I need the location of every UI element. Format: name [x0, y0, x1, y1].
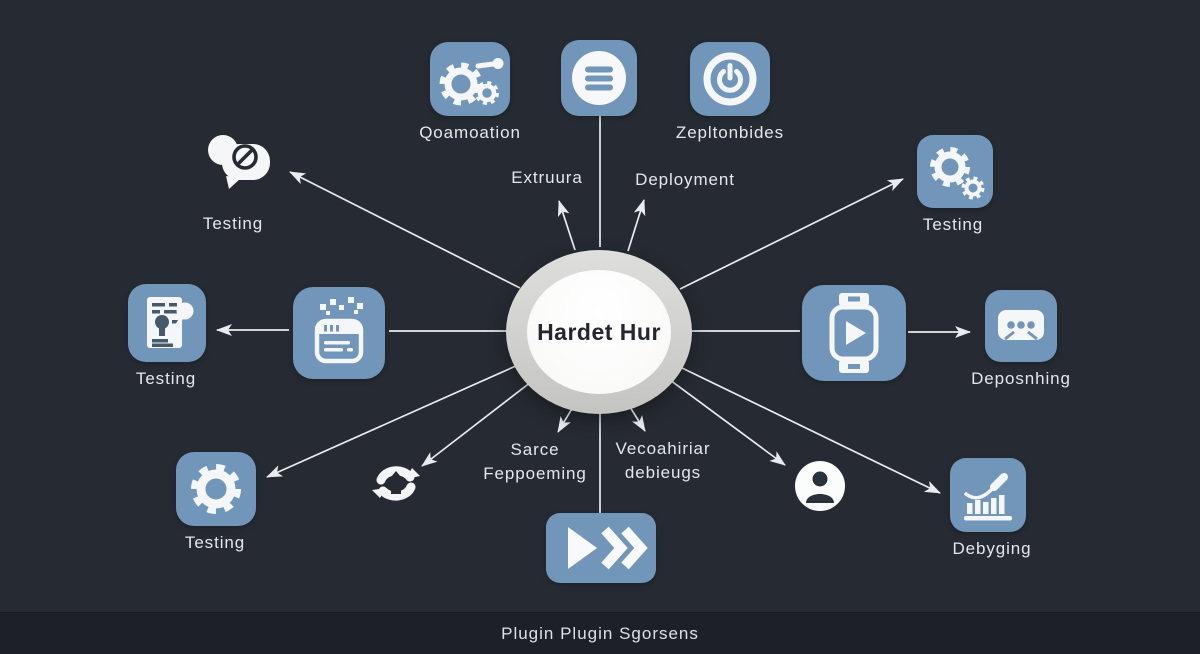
label-deployment: Deployment — [635, 170, 735, 189]
gear-icon — [176, 452, 256, 526]
label-veco-line2: debieugs — [624, 463, 702, 482]
gears-settings-icon — [430, 42, 510, 116]
menu-circle-icon — [561, 40, 637, 116]
hub-title: Hardet Hur — [537, 318, 661, 345]
sync-refresh-icon — [368, 460, 424, 511]
label-zepltonbides: Zepltonbides — [675, 123, 785, 142]
bar-chart-trend-icon — [950, 458, 1026, 532]
footer-bar: Plugin Plugin Sgorsens — [0, 612, 1200, 654]
smartwatch-play-icon — [802, 285, 906, 381]
label-qoamoation: Qoamoation — [419, 123, 521, 142]
chat-blocked-icon — [198, 130, 282, 197]
chat-dots-icon — [985, 290, 1057, 362]
gears-pair-icon — [917, 135, 993, 208]
footer-title: Plugin Plugin Sgorsens — [501, 624, 699, 643]
power-icon — [690, 42, 770, 116]
person-icon — [795, 461, 845, 516]
label-testing-top-left: Testing — [202, 214, 264, 233]
label-debyging: Debyging — [952, 539, 1032, 558]
hub-inner-circle: Hardet Hur — [527, 270, 671, 394]
label-sarce-line1: Sarce — [510, 440, 560, 459]
calendar-app-icon — [293, 287, 385, 379]
play-forward-icon — [546, 513, 656, 583]
document-search-icon — [128, 284, 206, 362]
label-deposnhing: Deposnhing — [971, 369, 1071, 388]
label-veco-line1: Vecoahiriar — [615, 439, 711, 458]
label-sarce-line2: Feppoeming — [483, 464, 587, 483]
label-testing-left: Testing — [135, 369, 197, 388]
label-extruura: Extruura — [511, 168, 583, 187]
label-vecoahiriar-debieugs: Vecoahiriar debieugs — [616, 437, 711, 485]
label-testing-bottom-left: Testing — [184, 533, 246, 552]
label-sarce-feppoeming: Sarce Feppoeming — [483, 438, 587, 486]
label-testing-top-right: Testing — [922, 215, 984, 234]
hub-circle: Hardet Hur — [506, 250, 692, 414]
